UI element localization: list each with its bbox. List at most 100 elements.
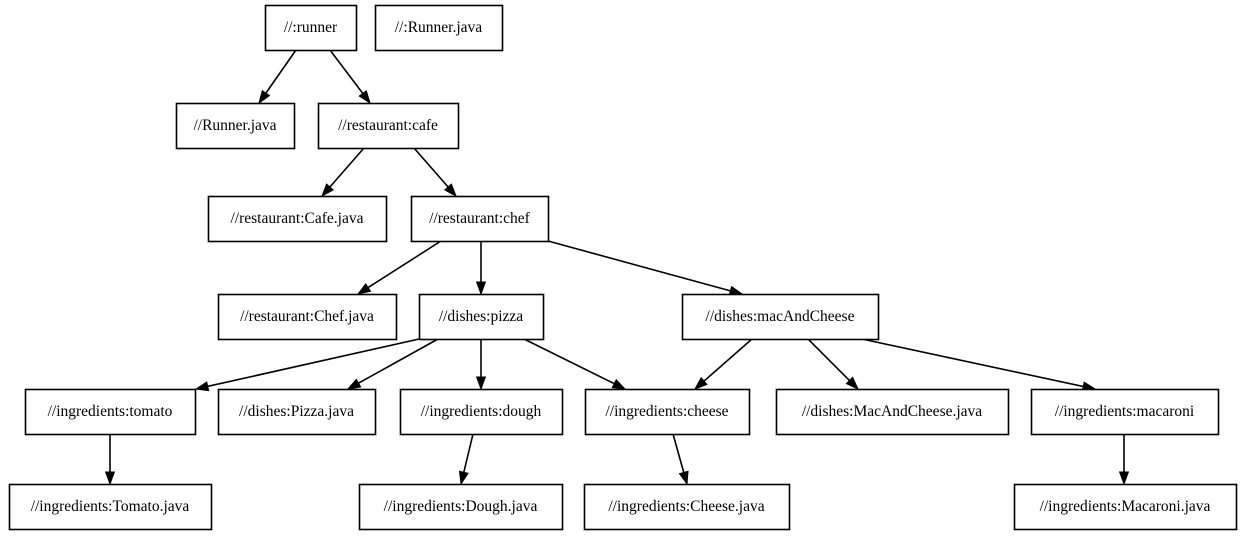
node-label: //ingredients:macaroni bbox=[1055, 403, 1195, 420]
edge-arrowhead bbox=[475, 281, 487, 296]
edge-line bbox=[702, 338, 753, 383]
edge-line bbox=[462, 433, 474, 474]
edge-line bbox=[264, 49, 297, 95]
edge-arrowhead bbox=[845, 376, 860, 391]
edge-arrowhead bbox=[475, 376, 487, 391]
graph-edge bbox=[458, 433, 474, 486]
node-label: //ingredients:dough bbox=[421, 403, 542, 420]
graph-node-runner_java_root[interactable]: //:Runner.java bbox=[374, 4, 504, 52]
graph-edge bbox=[194, 338, 420, 392]
node-box[interactable] bbox=[583, 483, 791, 531]
node-label: //ingredients:Macaroni.java bbox=[1040, 498, 1211, 515]
node-label: //restaurant:Chef.java bbox=[240, 308, 374, 325]
graph-nodes-layer: //:runner //:Runner.java //Runner.java //re… bbox=[8, 4, 1238, 531]
edge-arrowhead bbox=[356, 282, 372, 295]
graph-node-dishes_pizza[interactable]: //dishes:pizza bbox=[418, 293, 545, 341]
graph-node-macaroni_java[interactable]: //ingredients:Macaroni.java bbox=[1013, 483, 1238, 531]
edge-line bbox=[672, 433, 685, 475]
node-box[interactable] bbox=[358, 483, 564, 531]
node-box[interactable] bbox=[207, 195, 388, 243]
node-box[interactable] bbox=[317, 102, 460, 150]
node-box[interactable] bbox=[264, 4, 358, 52]
edge-line bbox=[413, 147, 450, 189]
node-box[interactable] bbox=[1030, 388, 1220, 436]
graph-node-dough_java[interactable]: //ingredients:Dough.java bbox=[358, 483, 564, 531]
graph-node-cheese_java[interactable]: //ingredients:Cheese.java bbox=[583, 483, 791, 531]
graph-node-tomato_java[interactable]: //ingredients:Tomato.java bbox=[8, 483, 213, 531]
graph-edge bbox=[693, 338, 753, 390]
graph-edge bbox=[475, 339, 487, 391]
node-box[interactable] bbox=[374, 4, 504, 52]
node-label: //ingredients:Cheese.java bbox=[608, 498, 764, 515]
node-label: //dishes:pizza bbox=[439, 308, 523, 325]
edge-arrowhead bbox=[693, 376, 708, 390]
node-label: //:runner bbox=[284, 19, 338, 36]
graph-node-cafe_java[interactable]: //restaurant:Cafe.java bbox=[207, 195, 388, 243]
edge-line bbox=[328, 147, 365, 189]
node-box[interactable] bbox=[775, 388, 1010, 436]
graph-edge bbox=[1118, 434, 1130, 486]
graph-edge bbox=[523, 338, 627, 390]
graph-node-mac_java[interactable]: //dishes:MacAndCheese.java bbox=[775, 388, 1010, 436]
edge-arrowhead bbox=[1118, 471, 1130, 486]
edge-arrowhead bbox=[458, 470, 469, 486]
node-label: //dishes:MacAndCheese.java bbox=[802, 403, 982, 420]
graph-node-ing_tomato[interactable]: //ingredients:tomato bbox=[24, 388, 197, 436]
node-box[interactable] bbox=[8, 483, 213, 531]
edge-arrowhead bbox=[358, 89, 371, 105]
edge-line bbox=[807, 338, 852, 383]
graph-edge bbox=[547, 240, 744, 296]
graph-node-chef_java[interactable]: //restaurant:Chef.java bbox=[217, 293, 398, 341]
edge-line bbox=[329, 49, 365, 96]
edge-line bbox=[547, 240, 733, 293]
node-label: //restaurant:Cafe.java bbox=[231, 210, 364, 227]
edge-arrowhead bbox=[321, 183, 335, 198]
graph-edges-layer bbox=[104, 49, 1130, 486]
graph-node-ing_dough[interactable]: //ingredients:dough bbox=[399, 388, 564, 436]
node-label: //:Runner.java bbox=[395, 19, 483, 36]
graph-node-restaurant_cafe[interactable]: //restaurant:cafe bbox=[317, 102, 460, 150]
node-label: //ingredients:tomato bbox=[48, 403, 173, 420]
graph-node-ing_macaroni[interactable]: //ingredients:macaroni bbox=[1030, 388, 1220, 436]
graph-edge bbox=[321, 147, 365, 198]
node-box[interactable] bbox=[1013, 483, 1238, 531]
graph-node-restaurant_chef[interactable]: //restaurant:chef bbox=[410, 195, 550, 243]
node-label: //Runner.java bbox=[193, 117, 276, 134]
edge-arrowhead bbox=[346, 378, 362, 390]
node-box[interactable] bbox=[175, 102, 296, 150]
node-label: //ingredients:Tomato.java bbox=[31, 498, 190, 515]
node-box[interactable] bbox=[410, 195, 550, 243]
graph-edge bbox=[356, 240, 442, 295]
node-box[interactable] bbox=[399, 388, 564, 436]
node-box[interactable] bbox=[681, 293, 880, 341]
node-box[interactable] bbox=[217, 388, 377, 436]
graph-node-runner_java[interactable]: //Runner.java bbox=[175, 102, 296, 150]
node-label: //ingredients:cheese bbox=[605, 403, 728, 420]
edge-arrowhead bbox=[258, 89, 271, 105]
graph-edge bbox=[413, 147, 457, 198]
graph-node-dishes_mac[interactable]: //dishes:macAndCheese bbox=[681, 293, 880, 341]
node-box[interactable] bbox=[217, 293, 398, 341]
edge-line bbox=[861, 338, 1085, 388]
edge-arrowhead bbox=[104, 471, 116, 486]
graph-edge bbox=[807, 338, 860, 391]
edge-line bbox=[206, 338, 420, 388]
graph-edge bbox=[861, 338, 1097, 392]
graph-edge bbox=[346, 338, 439, 390]
graph-node-runner[interactable]: //:runner bbox=[264, 4, 358, 52]
node-label: //restaurant:chef bbox=[429, 210, 531, 227]
edge-arrowhead bbox=[194, 381, 210, 392]
graph-edge bbox=[258, 49, 297, 105]
graph-node-ing_cheese[interactable]: //ingredients:cheese bbox=[584, 388, 751, 436]
graph-node-pizza_java[interactable]: //dishes:Pizza.java bbox=[217, 388, 377, 436]
node-box[interactable] bbox=[584, 388, 751, 436]
edge-line bbox=[523, 338, 616, 386]
edge-line bbox=[356, 338, 439, 385]
node-box[interactable] bbox=[418, 293, 545, 341]
node-label: //dishes:Pizza.java bbox=[239, 403, 354, 420]
edge-arrowhead bbox=[611, 378, 627, 390]
graph-edge bbox=[475, 241, 487, 296]
node-box[interactable] bbox=[24, 388, 197, 436]
